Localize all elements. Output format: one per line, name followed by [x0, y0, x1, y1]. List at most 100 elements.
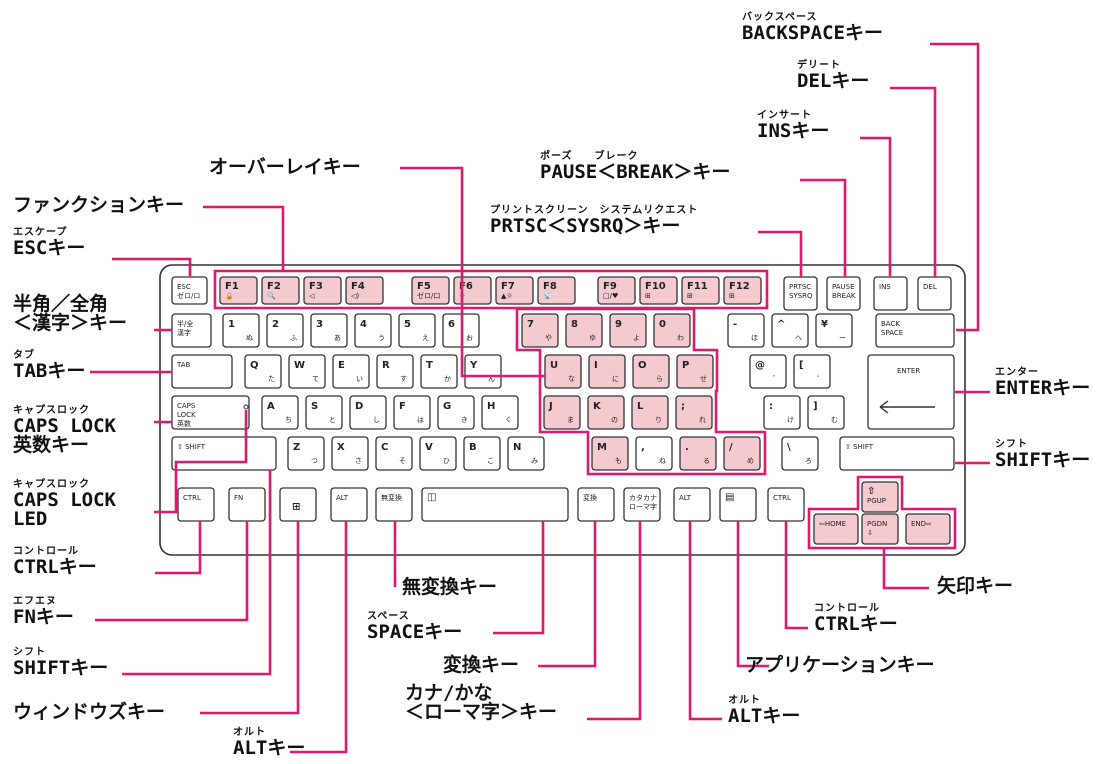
label-arrow: 矢印キー	[937, 577, 1013, 596]
key-minus: -ほ	[727, 313, 765, 348]
key-app-label-0: ▤	[725, 492, 734, 503]
key-f12-label-0: F12	[729, 281, 750, 292]
key-b: Bこ	[463, 436, 501, 471]
leader-ctrl_left	[155, 521, 202, 575]
key-n5-label-0: 5	[404, 319, 411, 330]
key-n0-label-0: 0	[659, 319, 666, 330]
key-ins-label-0: INS	[879, 283, 891, 291]
key-at-label-0: @	[755, 360, 765, 371]
label-prtsc-ruby: プリントスクリーン システムリクエスト	[490, 205, 699, 216]
key-f8-label-1: 📡	[543, 291, 552, 300]
key-kana-label-1: ローマ字	[629, 502, 657, 511]
key-lbr-label-1: ゜	[817, 375, 824, 383]
key-n1-label-0: 1	[228, 319, 235, 330]
label-capsled-text-0: CAPS LOCK	[13, 489, 116, 511]
leader-function	[203, 205, 285, 271]
leader-prtsc	[758, 230, 803, 277]
key-del-label-0: DEL	[923, 283, 937, 291]
leader-kana	[587, 521, 642, 721]
label-kana-text-1: ＜ローマ字＞キー	[405, 701, 558, 723]
key-q-label-1: た	[268, 375, 275, 383]
key-n8-label-0: 8	[571, 319, 578, 330]
key-f9: F9□/♥	[597, 276, 636, 305]
key-period-label-1: る	[703, 457, 710, 465]
key-f3-label-1: ◁	[309, 292, 315, 300]
key-n6-label-1: お	[466, 334, 473, 342]
key-v-label-0: V	[425, 442, 433, 453]
key-caps-label-2: 英数	[177, 419, 191, 428]
key-o-label-1: ら	[656, 375, 663, 383]
key-f1-label-0: F1	[225, 281, 239, 292]
key-n3-label-0: 3	[316, 319, 323, 330]
key-f-label-1: は	[417, 416, 424, 424]
key-w-label-1: て	[312, 375, 319, 383]
label-space-ruby: スペース	[367, 611, 410, 622]
label-shift_right-text: SHIFTキー	[995, 449, 1091, 471]
key-lalt-label-0: ALT	[336, 494, 349, 502]
key-f11-label-1: ⊞	[687, 292, 693, 300]
key-pgdn-label-1: ⇩	[867, 529, 873, 537]
key-f4-label-0: F4	[351, 281, 365, 292]
key-e-label-0: E	[338, 360, 345, 371]
label-backspace-ruby: バックスペース	[742, 12, 818, 23]
key-end: END⇨	[905, 513, 951, 545]
key-w-label-0: W	[294, 360, 305, 371]
label-caps-ruby: キャプスロック	[13, 405, 90, 416]
label-muhenkan: 無変換キー	[402, 578, 497, 597]
label-windows: ウィンドウズキー	[13, 703, 165, 722]
label-hankaku-text-0: 半角／全角	[13, 293, 109, 315]
key-colon-label-0: :	[769, 401, 773, 412]
key-caret-label-0: ^	[777, 319, 785, 330]
key-f1: F1🔒	[219, 276, 258, 305]
key-f12: F12⊞	[723, 276, 762, 305]
label-fn-text: FNキー	[13, 606, 74, 628]
key-rctrl: CTRL	[767, 487, 805, 522]
leader-esc	[112, 257, 192, 277]
label-fn-ruby: エフエヌ	[13, 596, 57, 607]
key-f10-label-0: F10	[645, 281, 666, 292]
key-n1-label-1: ぬ	[246, 334, 253, 342]
key-muhenkan-label-0: 無変換	[381, 493, 402, 502]
key-ralt-label-0: ALT	[679, 494, 692, 502]
key-lshift: ⇧ SHIFT	[171, 436, 277, 471]
key-n0-label-1: わ	[677, 334, 684, 342]
key-f4: F4◁)	[345, 276, 384, 305]
key-t: Tか	[420, 354, 458, 389]
key-pgup-label-1: PGUP	[867, 497, 886, 505]
key-yen: ¥ー	[815, 313, 853, 348]
label-shift_right-ruby: シフト	[995, 439, 1028, 450]
key-n0: 0わ	[653, 313, 691, 348]
key-f7-label-0: F7	[501, 281, 515, 292]
key-f10: F10⊞	[639, 276, 678, 305]
key-colon: :け	[763, 395, 801, 430]
key-f: Fは	[393, 395, 431, 430]
key-h-label-1: く	[505, 416, 512, 424]
key-f6-label-0: F6	[459, 281, 473, 292]
key-rbr-label-1: む	[831, 416, 838, 424]
label-ctrl_right-ruby: コントロール	[814, 603, 880, 614]
key-x: Xさ	[331, 436, 369, 471]
key-tab-label-0: TAB	[176, 361, 191, 369]
key-rctrl-label-0: CTRL	[773, 494, 791, 502]
key-w: Wて	[288, 354, 326, 389]
key-a-label-1: ち	[285, 416, 292, 424]
key-at: @゛	[749, 354, 787, 389]
key-k-label-0: K	[593, 401, 602, 412]
key-s-label-1: と	[329, 416, 336, 424]
key-f8: F8📡	[537, 276, 576, 305]
leader-ctrl_right	[784, 521, 808, 630]
key-henkan: 変換	[577, 487, 615, 522]
key-pause-label-0: PAUSE	[832, 283, 855, 291]
key-app: ▤	[719, 487, 757, 522]
key-j-label-0: J	[548, 401, 553, 412]
leader-alt_left	[290, 521, 348, 754]
key-pause-label-1: BREAK	[832, 292, 856, 300]
